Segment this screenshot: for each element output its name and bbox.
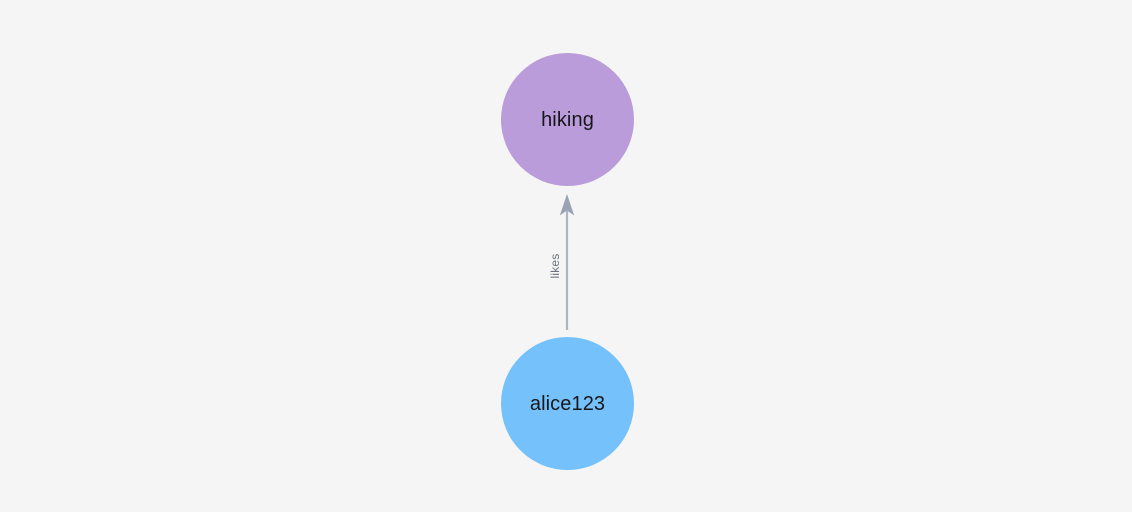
graph-node-label: hiking <box>541 108 594 131</box>
edge-alice123-likes-hiking[interactable] <box>559 194 575 330</box>
graph-node-alice123[interactable]: alice123 <box>501 337 634 470</box>
graph-node-hiking[interactable]: hiking <box>501 53 634 186</box>
graph-node-label: alice123 <box>529 392 606 415</box>
edge-arrowhead-icon <box>559 194 575 216</box>
